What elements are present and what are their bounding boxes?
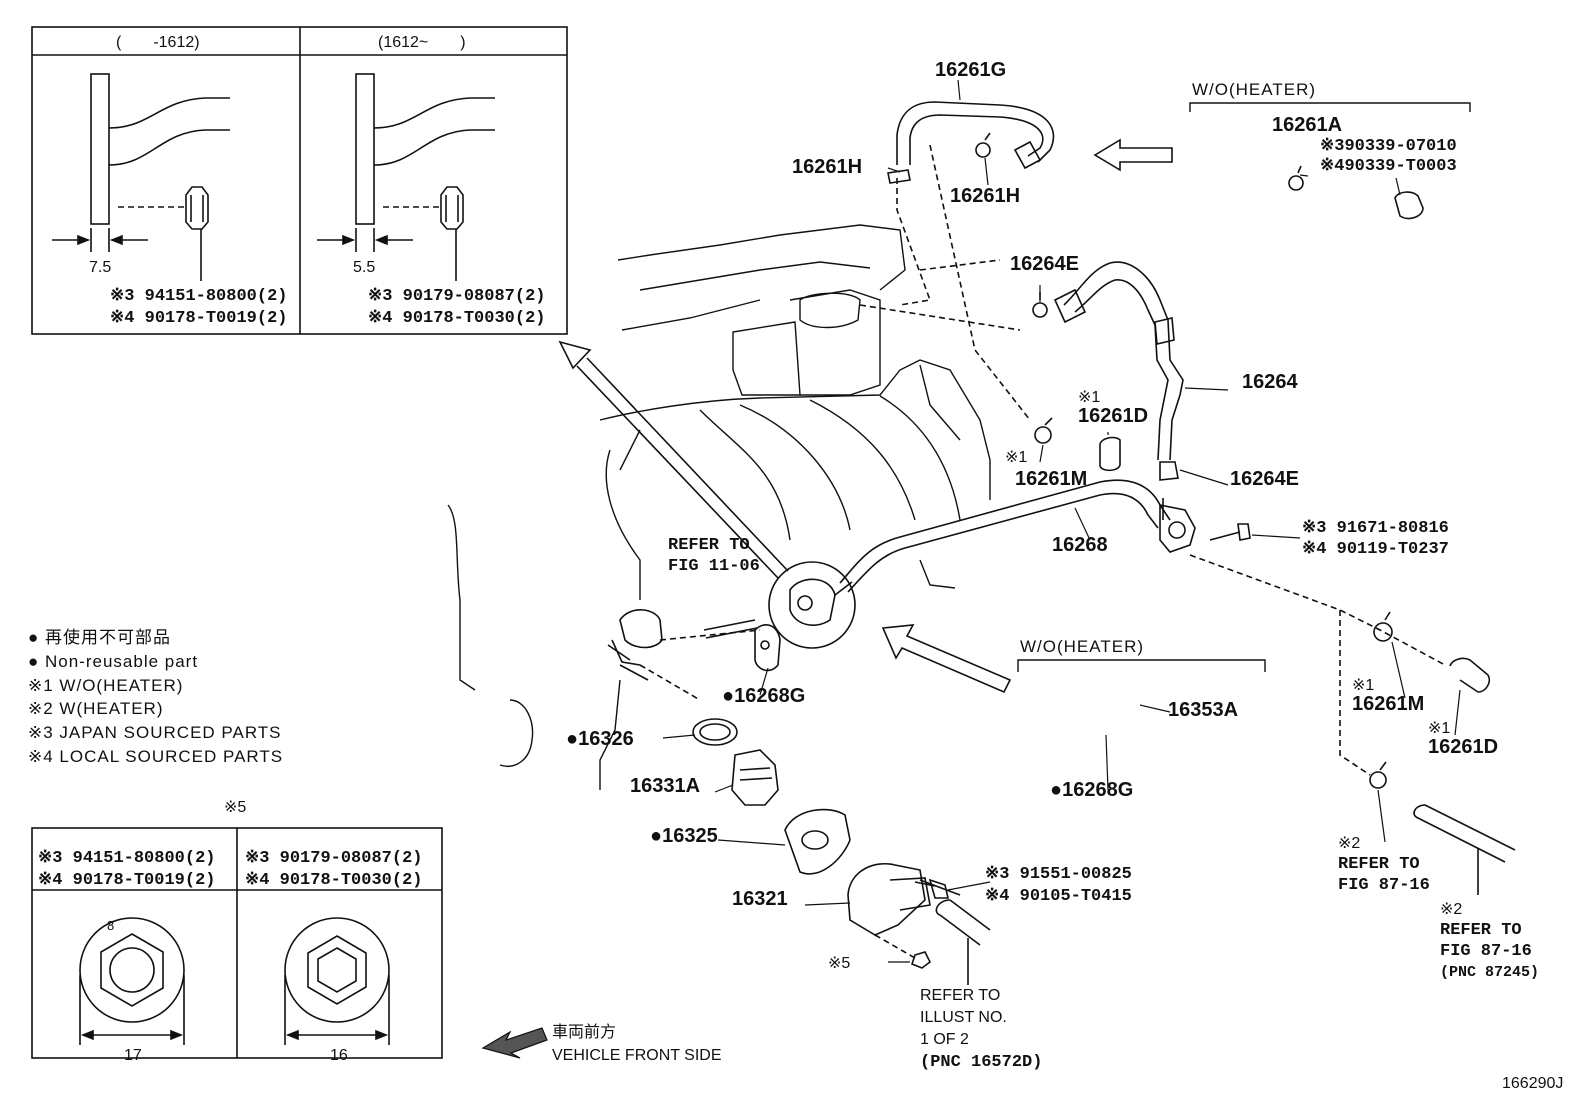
legend-item-nonreusable-en: ● Non-reusable part [28,652,198,671]
label-16261D-mark: ※1 [1078,389,1100,406]
label-ref-illust-1: REFER TO [920,987,1000,1004]
label-ref-fig-1106-b: FIG 11-06 [668,557,760,576]
label-16261D-right: 16261D [1428,736,1498,758]
label-ref-8716b-1: REFER TO [1440,921,1522,940]
label-16326: ●16326 [566,728,634,750]
label-ref-8716a-mark: ※2 [1338,835,1360,852]
inset-bottom-title: ※5 [224,799,246,816]
inset-bottom-left-line1: ※3 94151-80800(2) [38,849,215,868]
legend-item-w-heater: ※2 W(HEATER) [28,699,163,718]
label-ref-illust-3: 1 OF 2 [920,1031,969,1048]
label-16261A-l2: ※490339-T0003 [1320,157,1457,176]
inset-top [31,26,568,335]
legend-item-wo-heater: ※1 W/O(HEATER) [28,676,183,695]
label-16321: 16321 [732,888,788,910]
label-16261H-b: 16261H [950,185,1020,207]
inset-top-right-line2: ※4 90178-T0030(2) [368,309,545,328]
legend-item-local-sourced: ※4 LOCAL SOURCED PARTS [28,747,283,766]
vehicle-front-en: VEHICLE FRONT SIDE [552,1047,722,1064]
engine-outline [447,224,991,790]
inset-bottom-right-line2: ※4 90178-T0030(2) [245,871,422,890]
hoses [839,101,1516,895]
inset-bottom [31,827,443,1059]
label-16261M: 16261M [1015,468,1087,490]
label-16261H-a: 16261H [792,156,862,178]
label-16268G-b: ●16268G [1050,779,1133,801]
label-16261D-right-mark: ※1 [1428,720,1450,737]
bracket-lines [1017,102,1471,672]
legend: ● 再使用不可部品 ● Non-reusable part ※1 W/O(HEA… [28,627,283,766]
inset-top-right-line1: ※3 90179-08087(2) [368,287,545,306]
label-ref-8716a-2: FIG 87-16 [1338,876,1430,895]
label-16261G: 16261G [935,59,1006,81]
inset-top-left-line1: ※3 94151-80800(2) [110,287,287,306]
label-ref-8716b-3: (PNC 87245) [1440,964,1539,981]
label-91551-l1: ※3 91551-00825 [985,865,1132,884]
label-wo-heater-top: W/O(HEATER) [1192,80,1316,99]
diagram-id: 166290J [1502,1075,1563,1092]
label-16264: 16264 [1242,371,1298,393]
inset-bottom-left-small: 8 [107,918,114,933]
label-16353A: 16353A [1168,699,1238,721]
label-91551-l2: ※4 90105-T0415 [985,887,1132,906]
label-ref-illust-2: ILLUST NO. [920,1009,1007,1026]
inset-bottom-right-dim: 16 [330,1047,348,1064]
label-16331A: 16331A [630,775,700,797]
detail-circle [768,561,856,649]
label-16261A-l1: ※390339-07010 [1320,137,1457,156]
inset-top-left-dim: 7.5 [89,259,111,276]
label-mark5: ※5 [828,955,850,972]
inset-top-left-header: ( -1612) [116,34,200,51]
label-ref-8716b-2: FIG 87-16 [1440,942,1532,961]
inset-bottom-left-dim: 17 [124,1047,142,1064]
label-16261D: 16261D [1078,405,1148,427]
label-16268: 16268 [1052,534,1108,556]
label-bolt-l1: ※3 91671-80816 [1302,519,1449,538]
legend-item-nonreusable-jp: ● 再使用不可部品 [28,627,171,647]
label-16268G-a: ●16268G [722,685,805,707]
label-16261M-mark: ※1 [1005,449,1027,466]
leaders [662,79,1461,963]
inset-leader-arrow [558,340,789,579]
inset-top-right-header: (1612~ ) [378,34,466,51]
label-16261M-right: 16261M [1352,693,1424,715]
legend-item-japan-sourced: ※3 JAPAN SOURCED PARTS [28,723,282,742]
inset-bottom-right-line1: ※3 90179-08087(2) [245,849,422,868]
vehicle-front-arrow-icon [481,1027,548,1059]
label-ref-illust-4: (PNC 16572D) [920,1053,1042,1072]
label-16261M-right-mark: ※1 [1352,677,1374,694]
label-16264E-a: 16264E [1010,253,1079,275]
label-16325: ●16325 [650,825,718,847]
label-16264E-b: 16264E [1230,468,1299,490]
label-ref-8716a-1: REFER TO [1338,855,1420,874]
label-ref-8716b-mark: ※2 [1440,901,1462,918]
vehicle-front-jp: 車両前方 [552,1023,616,1041]
label-ref-fig-1106-a: REFER TO [668,536,750,555]
label-wo-heater-mid: W/O(HEATER) [1020,637,1144,656]
label-16261A: 16261A [1272,114,1342,136]
label-bolt-l2: ※4 90119-T0237 [1302,540,1449,559]
inset-bottom-left-line2: ※4 90178-T0019(2) [38,871,215,890]
inset-top-right-dim: 5.5 [353,259,375,276]
inset-top-left-line2: ※4 90178-T0019(2) [110,309,287,328]
lower-assembly [607,609,991,985]
